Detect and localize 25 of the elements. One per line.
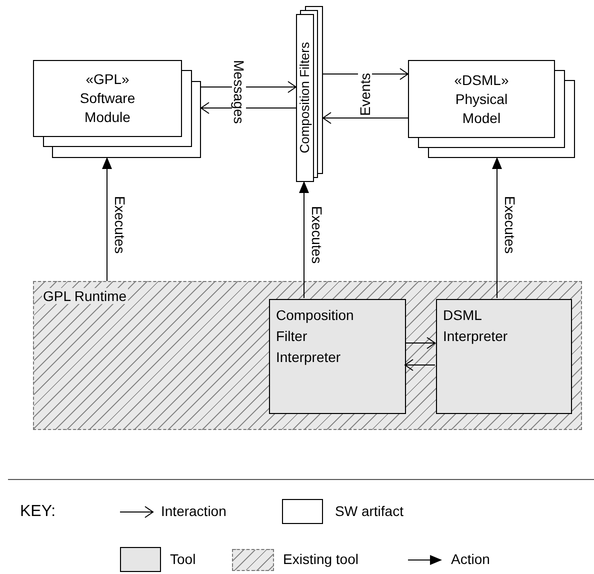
tool-box: Composition Filter Interpreter [269, 299, 406, 414]
arrow [102, 157, 112, 282]
edge-label: Messages [232, 60, 246, 124]
legend-label: SW artifact [335, 503, 404, 519]
tool-box: DSML Interpreter [436, 299, 572, 414]
artifact-stack [296, 6, 323, 182]
edge-label: Executes [310, 206, 324, 264]
arrow [404, 337, 436, 349]
artifact-box: «DSML» Physical Model [408, 60, 555, 138]
arrow [404, 359, 436, 371]
artifact-box: Composition Filters [296, 14, 314, 182]
edge-label: Executes [503, 196, 517, 254]
artifact-stack [408, 60, 575, 158]
artifact-stack [33, 60, 201, 158]
key-heading: KEY: [20, 503, 56, 521]
legend-label: Existing tool [283, 551, 358, 567]
legend-label: Action [451, 551, 490, 567]
artifact-box: «GPL» Software Module [33, 60, 182, 137]
legend-label: Interaction [161, 503, 226, 519]
runtime-region [33, 281, 582, 430]
legend-label: Tool [170, 551, 196, 567]
edge-label: Executes [113, 196, 127, 254]
edge-label: Events [358, 73, 372, 116]
arrow [322, 112, 408, 124]
region-title: GPL Runtime [42, 288, 128, 304]
